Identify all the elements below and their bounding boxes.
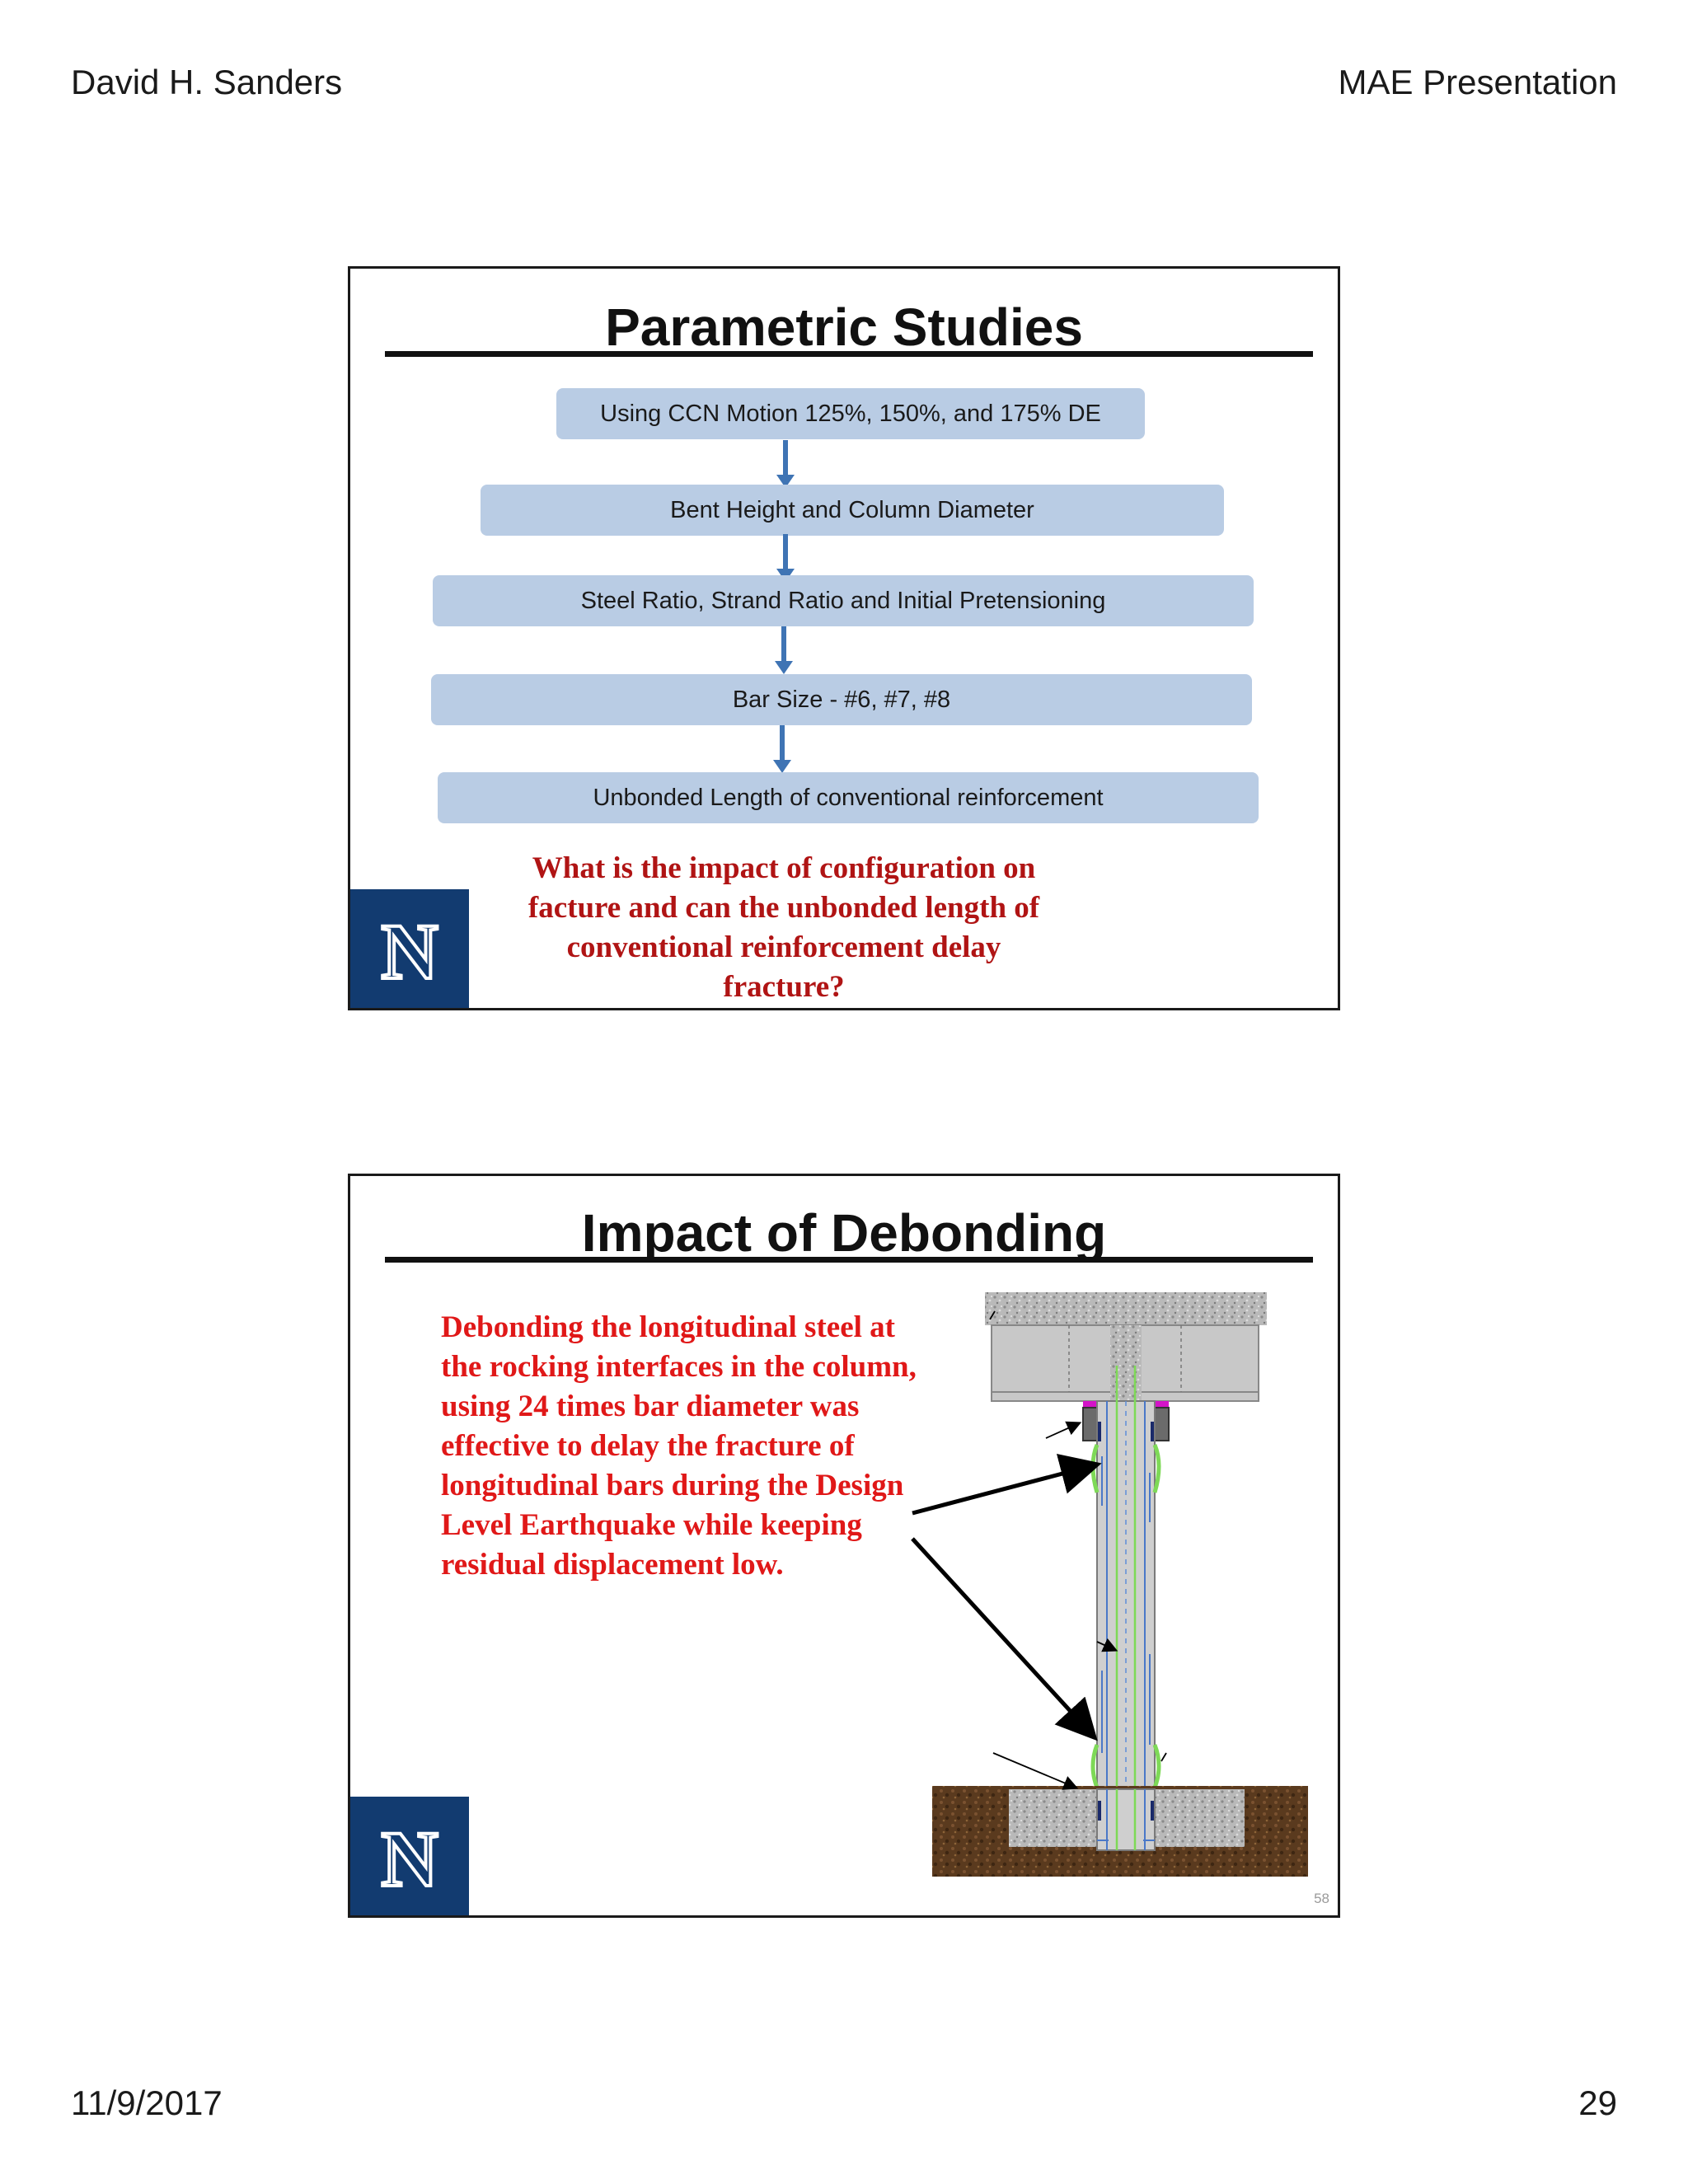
flow-step-2: Bent Height and Column Diameter (481, 485, 1224, 536)
debonding-description: Debonding the longitudinal steel at the … (441, 1310, 917, 1582)
deck-slab (985, 1292, 1267, 1325)
flow-step-4: Bar Size - #6, #7, #8 (431, 674, 1252, 725)
debond-zone-bottom-left (1090, 1744, 1100, 1788)
footer-page-number: 29 (1578, 2083, 1617, 2122)
svg-text:N: N (381, 907, 438, 996)
arrow-to-top-debond (912, 1454, 1102, 1516)
flow-step-1: Using CCN Motion 125%, 150%, and 175% DE (556, 388, 1145, 439)
research-question: What is the impact of configuration on f… (528, 851, 1040, 1004)
title-underline (385, 1257, 1313, 1263)
university-logo: N (350, 889, 469, 1008)
column-debonding-diagram (911, 1292, 1308, 1877)
flow-step-3: Steel Ratio, Strand Ratio and Initial Pr… (433, 575, 1254, 626)
debond-zone-bottom-right (1152, 1744, 1161, 1788)
slide-impact-of-debonding: Impact of Debonding Debonding the longit… (348, 1174, 1340, 1918)
title-underline (385, 351, 1313, 357)
university-logo: N (350, 1797, 469, 1915)
slide-title: Impact of Debonding (581, 1203, 1107, 1263)
column (1096, 1400, 1156, 1851)
svg-text:N: N (381, 1815, 438, 1903)
footer-date: 11/9/2017 (71, 2083, 223, 2122)
down-arrow-icon (775, 626, 793, 674)
debond-zone-top-right (1152, 1444, 1161, 1493)
slide-number: 58 (1314, 1891, 1329, 1906)
slide-title: Parametric Studies (605, 298, 1083, 357)
down-arrow-icon (773, 725, 791, 773)
slide-parametric-studies: Parametric Studies Using CCN Motion 125%… (348, 266, 1340, 1010)
arrow-to-bottom-debond (911, 1537, 1098, 1741)
nevada-n-logo-icon: N (379, 906, 439, 997)
header-author: David H. Sanders (71, 63, 343, 101)
down-arrow-icon (776, 440, 795, 488)
flow-step-5: Unbonded Length of conventional reinforc… (438, 772, 1259, 823)
header-title: MAE Presentation (1338, 63, 1617, 101)
nevada-n-logo-icon: N (379, 1813, 439, 1905)
